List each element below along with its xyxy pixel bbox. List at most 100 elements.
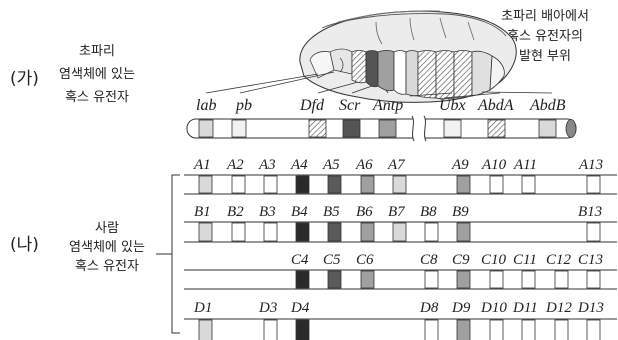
gene-label-a1: A1 <box>193 157 211 173</box>
gene-label-b8: B8 <box>420 204 437 220</box>
gene-box-d11 <box>521 319 536 340</box>
gene-box-b13 <box>586 222 601 242</box>
gene-label-a6: A6 <box>355 157 373 173</box>
gene-label-pb: pb <box>235 97 252 114</box>
gene-label-a9: A9 <box>451 157 469 173</box>
gene-label-d13: D13 <box>577 300 604 316</box>
cluster-b-boxes <box>198 222 601 242</box>
gene-label-d10: D10 <box>480 300 507 316</box>
gene-label-c8: C8 <box>420 252 438 268</box>
gene-label-d9: D9 <box>451 300 471 316</box>
cluster-a-boxes <box>198 175 601 194</box>
cluster-c-labels: C4 C5 C6 C8 C9 C10 C11 C12 C13 <box>291 252 603 268</box>
gene-box-a10 <box>489 175 504 194</box>
fruit-fly-embryo-icon <box>299 10 517 103</box>
gene-box-d3 <box>263 319 278 340</box>
gene-box-d9 <box>456 319 471 340</box>
gene-label-c6: C6 <box>356 252 374 268</box>
gene-box-a2 <box>231 175 246 194</box>
gene-label-b2: B2 <box>227 204 244 220</box>
gene-label-a13: A13 <box>578 157 603 173</box>
cluster-a-labels: A1 A2 A3 A4 A5 A6 A7 A9 A10 A11 A13 <box>193 157 603 173</box>
gene-label-c4: C4 <box>291 252 309 268</box>
gene-label-b7: B7 <box>388 204 406 220</box>
mapping-lines <box>205 71 553 99</box>
embryo-caption-line-2: 혹스 유전자의 <box>507 29 583 44</box>
gene-label-b6: B6 <box>356 204 373 220</box>
gene-label-ubx: Ubx <box>439 97 466 114</box>
gene-label-b5: B5 <box>323 204 340 220</box>
cluster-d-boxes <box>198 319 601 340</box>
gene-box-a6 <box>360 175 375 194</box>
gene-label-a11: A11 <box>513 157 537 173</box>
gene-label-a7: A7 <box>387 157 406 173</box>
gene-label-d8: D8 <box>419 300 439 316</box>
cluster-b-labels: B1 B2 B3 B4 B5 B6 B7 B8 B9 B13 <box>194 204 602 220</box>
gene-box-c12 <box>554 270 569 289</box>
gene-label-a4: A4 <box>290 157 308 173</box>
gene-box-a9 <box>456 175 471 194</box>
gene-label-d11: D11 <box>512 300 538 316</box>
gene-box-d8 <box>424 319 439 340</box>
gene-label-scr: Scr <box>339 97 361 114</box>
gene-label-d1: D1 <box>193 300 212 316</box>
chromosome-band-abda <box>487 119 506 138</box>
human-cluster-lines <box>184 174 617 320</box>
gene-label-a5: A5 <box>322 157 340 173</box>
gene-label-c11: C11 <box>513 252 537 268</box>
chromosome-band-dfd <box>308 119 327 138</box>
gene-box-c10 <box>489 270 504 289</box>
chromosome-break-mark <box>411 115 427 142</box>
gene-box-a11 <box>521 175 536 194</box>
gene-box-b2 <box>231 222 246 242</box>
gene-box-c4 <box>295 270 310 289</box>
gene-label-abda: AbdA <box>477 97 514 114</box>
gene-box-c13 <box>586 270 601 289</box>
gene-label-dfd: Dfd <box>299 97 325 114</box>
part-a-marker: (가) <box>10 69 39 89</box>
gene-label-a10: A10 <box>481 157 507 173</box>
gene-box-d12 <box>554 319 569 340</box>
gene-label-lab: lab <box>196 97 216 114</box>
embryo-caption-line-1: 초파리 배아에서 <box>501 9 589 24</box>
gene-box-b8 <box>424 222 439 242</box>
chromosome-band-antp <box>378 119 397 138</box>
chromosome-band-ubx <box>443 119 462 138</box>
gene-box-c8 <box>424 270 439 289</box>
gene-box-d13 <box>586 319 601 340</box>
gene-box-d4 <box>295 319 310 340</box>
gene-label-b3: B3 <box>259 204 276 220</box>
gene-box-a3 <box>263 175 278 194</box>
gene-label-a2: A2 <box>226 157 244 173</box>
gene-label-c10: C10 <box>481 252 507 268</box>
fly-gene-labels: lab pb Dfd Scr Antp Ubx AbdA AbdB <box>196 97 566 114</box>
chromosome-band-abdb <box>538 119 557 138</box>
gene-box-b3 <box>263 222 278 242</box>
gene-box-c11 <box>521 270 536 289</box>
part-a-label-line-2: 염색체에 있는 <box>59 67 135 82</box>
chromosome-band-lab <box>198 119 214 138</box>
cluster-c-boxes <box>295 270 601 289</box>
gene-label-d4: D4 <box>290 300 310 316</box>
chromosome-band-scr <box>342 119 361 138</box>
gene-label-c13: C13 <box>578 252 603 268</box>
cluster-bracket <box>156 174 180 334</box>
gene-box-b5 <box>327 222 342 242</box>
gene-label-d3: D3 <box>258 300 277 316</box>
part-b-label-line-1: 사람 <box>95 221 119 236</box>
gene-box-a13 <box>586 175 601 194</box>
gene-box-d10 <box>489 319 504 340</box>
gene-box-a7 <box>392 175 407 194</box>
gene-box-b9 <box>456 222 471 242</box>
chromosome-band-pb <box>231 119 247 138</box>
gene-box-c5 <box>327 270 342 289</box>
part-a-label-line-3: 혹스 유전자 <box>65 90 129 105</box>
gene-box-b4 <box>295 222 310 242</box>
gene-label-c5: C5 <box>323 252 341 268</box>
gene-label-b1: B1 <box>194 204 211 220</box>
gene-box-a1 <box>198 175 213 194</box>
gene-box-c9 <box>456 270 471 289</box>
fly-chromosome-bar <box>186 115 577 142</box>
gene-box-b7 <box>392 222 407 242</box>
